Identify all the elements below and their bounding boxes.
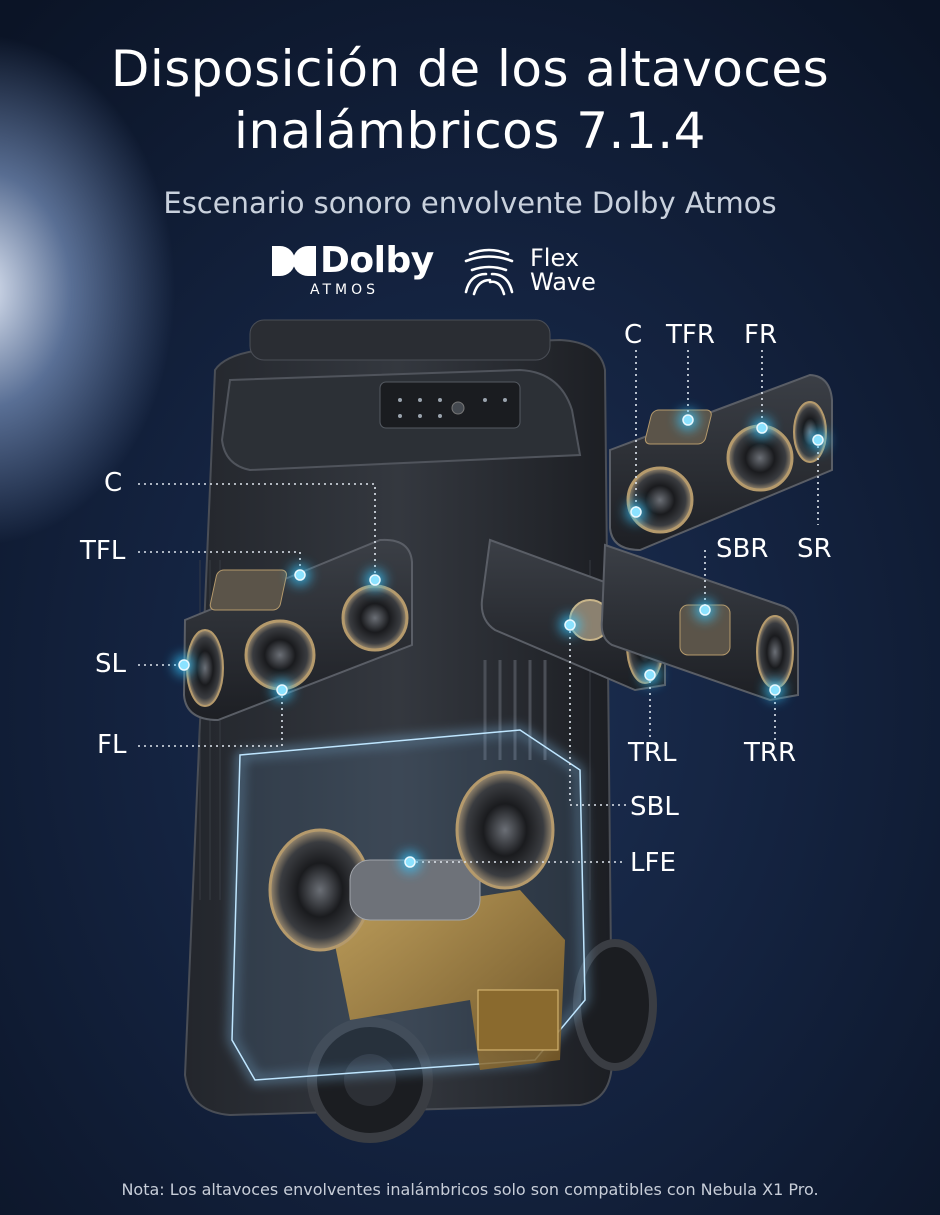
rear-right-speaker-bar [600,543,799,702]
flexwave-icon [464,248,514,296]
label-trl: TRL [628,738,677,768]
label-lfe: LFE [630,848,676,878]
dolby-double-d-icon [272,246,316,276]
label-c-left: C [104,468,123,498]
label-sbr: SBR [716,534,769,564]
dolby-atmos-logo: Dolby ATMOS [272,240,434,300]
label-fr: FR [744,320,778,350]
speaker-position-dots [174,410,828,872]
logo-row: Dolby ATMOS Flex Wave [0,240,940,310]
flexwave-logo: Flex Wave [460,240,620,300]
title-line-1: Disposición de los altavoces [110,40,830,98]
footer-note: Nota: Los altavoces envolventes inalámbr… [121,1180,819,1199]
flexwave-word-2: Wave [530,268,596,296]
atmos-wordmark: ATMOS [310,282,380,298]
label-sr: SR [797,534,832,564]
label-c-top: C [624,320,643,350]
label-sl: SL [95,649,126,679]
dolby-wordmark: Dolby [320,240,434,281]
label-trr: TRR [744,738,797,768]
speaker-illustration: C TFL SL FL C TFR FR SBR SR TRL TRR SBL … [0,300,940,1170]
label-sbl: SBL [630,792,679,822]
left-speaker-bar [182,538,413,722]
label-tfl: TFL [80,536,126,566]
flexwave-word-1: Flex [530,244,580,272]
speaker-system-graphic [138,319,833,1143]
title-line-2: inalámbricos 7.1.4 [234,102,706,160]
right-top-speaker-bar [609,373,833,552]
subtitle: Escenario sonoro envolvente Dolby Atmos [163,186,777,220]
wheel-back [573,939,657,1071]
label-fl: FL [97,730,127,760]
leader-lines [138,350,819,863]
subwoofer-cutaway [230,728,587,1082]
label-tfr: TFR [666,320,715,350]
page-title: Disposición de los altavoces inalámbrico… [0,38,940,162]
